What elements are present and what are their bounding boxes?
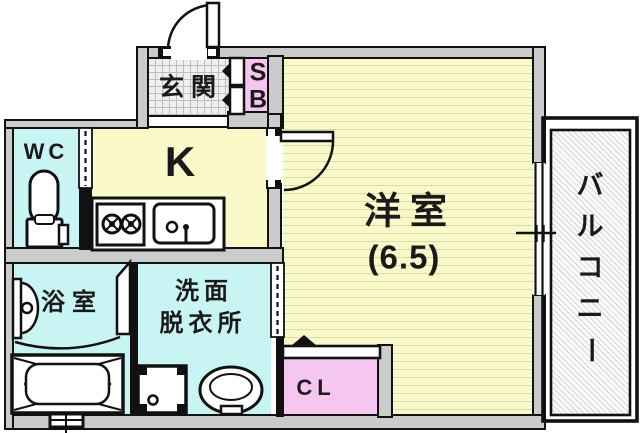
washing-machine-icon <box>136 364 188 415</box>
washroom-label-line2: 脱衣所 <box>159 310 247 337</box>
kitchen-counter-icon <box>90 196 226 252</box>
room-balcony-floor <box>551 130 630 415</box>
kitchen-label: K <box>164 138 196 185</box>
shoebox-doors-icon <box>222 56 246 116</box>
entrance-label: 玄関 <box>158 73 224 102</box>
bathroom-door-icon <box>14 258 132 350</box>
entrance-step <box>148 115 228 128</box>
western-room-label: 洋室 <box>364 190 456 232</box>
shoebox-label-b: B <box>248 85 268 114</box>
wc-label: WC <box>23 139 69 164</box>
room-shoebox-floor <box>244 58 271 113</box>
washbasin-icon <box>198 365 264 416</box>
washroom-folding-door-icon <box>270 262 285 338</box>
washroom-label-line1: 洗面 <box>175 278 233 305</box>
closet-door-icon <box>281 335 382 360</box>
entrance-door-icon <box>158 1 221 59</box>
toilet-icon <box>25 169 70 249</box>
bathroom-label: 浴室 <box>41 289 103 316</box>
western-room-size-label: (6.5) <box>367 238 441 276</box>
inner-walls <box>79 188 284 417</box>
shoebox-label-s: S <box>249 58 267 87</box>
bathtub-icon <box>10 353 125 433</box>
balcony-label: バルコニー <box>575 170 606 364</box>
closet-label: CL <box>296 375 336 400</box>
wc-door-icon <box>78 127 93 189</box>
room-closet-floor <box>283 358 378 415</box>
balcony-window-icon <box>516 163 556 295</box>
western-room-door-icon <box>266 127 335 192</box>
room-entrance-floor <box>148 58 228 115</box>
shower-icon <box>11 277 40 340</box>
door-openings <box>171 45 283 183</box>
